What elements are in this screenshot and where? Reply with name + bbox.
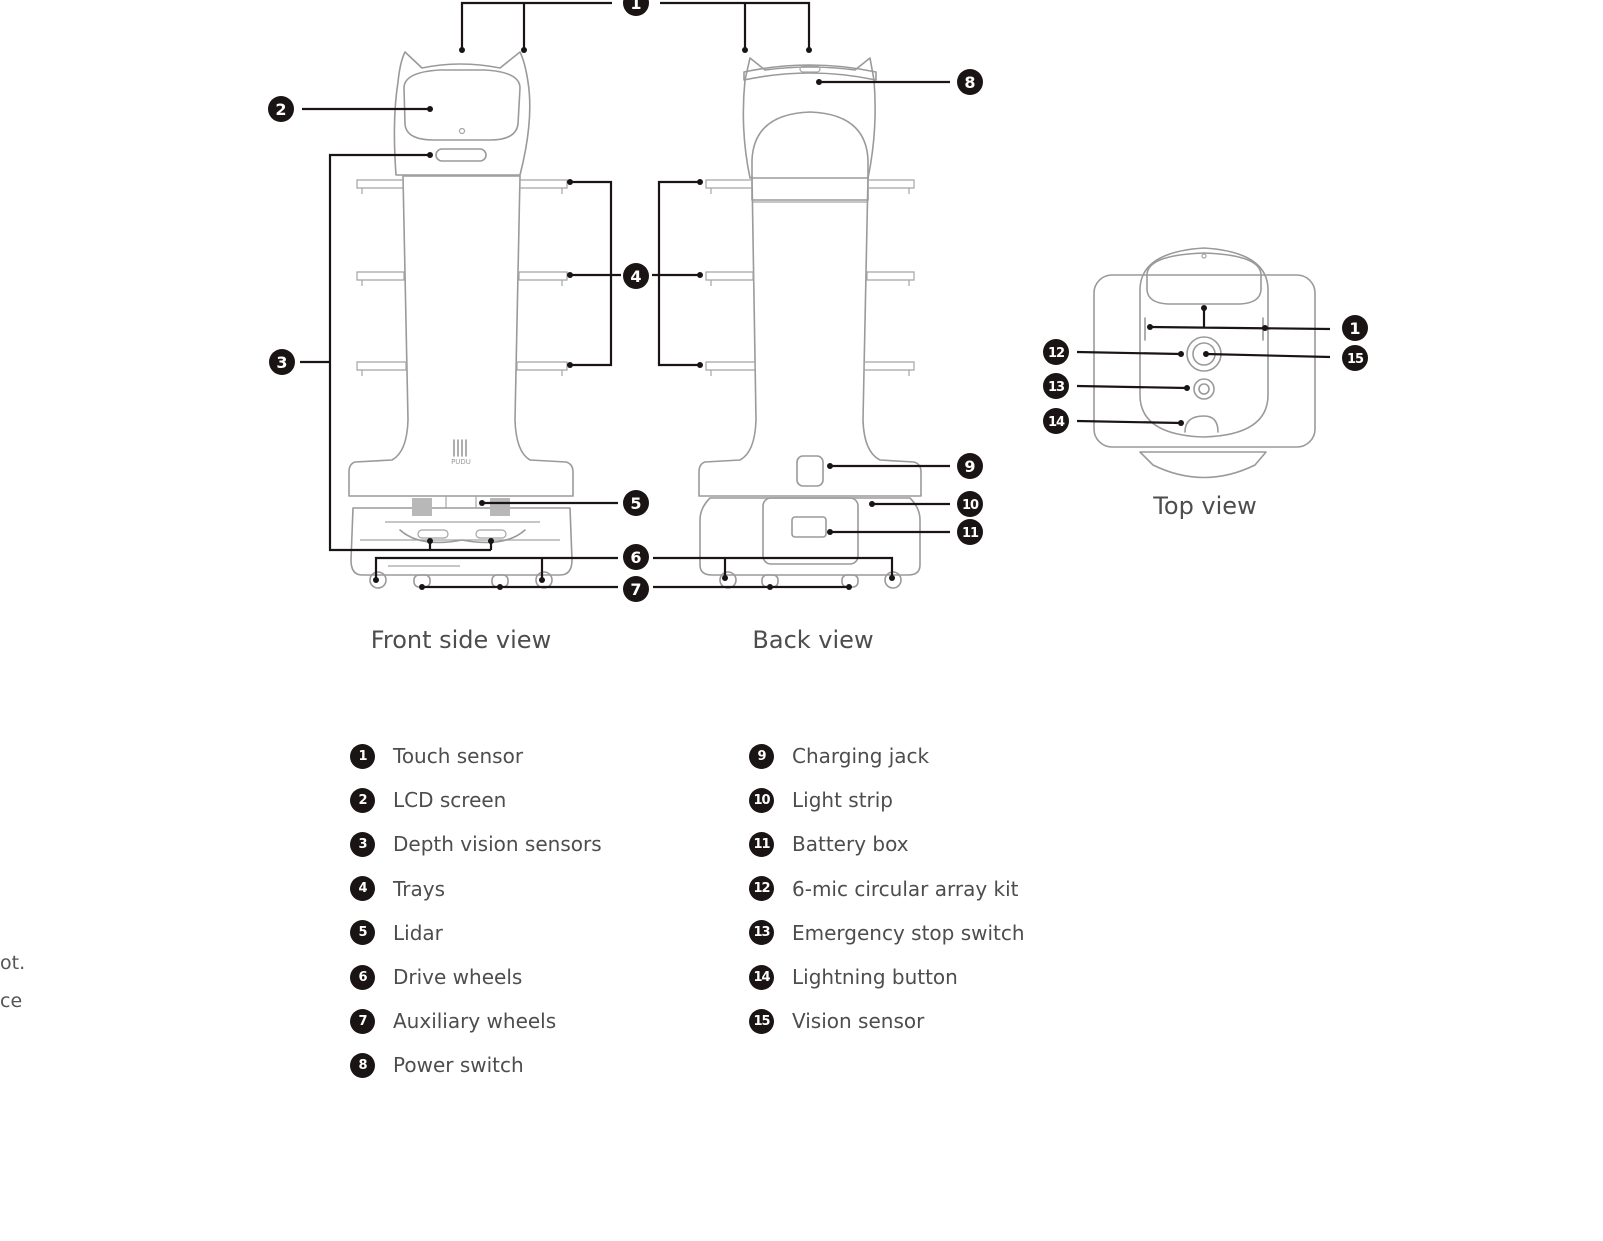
legend-item: 11 Battery box bbox=[749, 822, 1025, 866]
legend-item: 8 Power switch bbox=[350, 1043, 602, 1087]
callout-9: 9 bbox=[957, 453, 983, 479]
legend-item: 9 Charging jack bbox=[749, 734, 1025, 778]
legend-number: 15 bbox=[749, 1008, 774, 1034]
legend-label: Drive wheels bbox=[393, 965, 523, 990]
back-view-label: Back view bbox=[752, 626, 873, 654]
back-robot-drawing bbox=[698, 57, 922, 589]
legend-label: Battery box bbox=[792, 832, 909, 857]
legend-label: Emergency stop switch bbox=[792, 920, 1025, 945]
legend-item: 5 Lidar bbox=[350, 911, 602, 955]
svg-text:1: 1 bbox=[1349, 319, 1360, 338]
legend-item: 12 6-mic circular array kit bbox=[749, 867, 1025, 911]
callout-11: 11 bbox=[957, 519, 983, 545]
legend-number: 13 bbox=[749, 920, 774, 946]
callout-12: 12 bbox=[1043, 339, 1069, 365]
callout-15: 15 bbox=[1342, 345, 1368, 371]
top-view-label: Top view bbox=[1152, 492, 1256, 520]
legend-item: 14 Lightning button bbox=[749, 955, 1025, 999]
legend-number: 4 bbox=[350, 876, 375, 902]
legend-label: Light strip bbox=[792, 788, 894, 813]
legend-item: 7 Auxiliary wheels bbox=[350, 999, 602, 1043]
callout-6: 6 bbox=[623, 544, 649, 570]
svg-text:1: 1 bbox=[630, 0, 641, 13]
legend-number: 7 bbox=[350, 1008, 375, 1034]
svg-text:7: 7 bbox=[630, 580, 641, 599]
legend-number: 6 bbox=[350, 964, 375, 990]
svg-text:3: 3 bbox=[276, 353, 287, 372]
legend-item: 1 Touch sensor bbox=[350, 734, 602, 778]
leader-dots bbox=[373, 47, 1268, 590]
pudu-logo-text: PUDU bbox=[451, 458, 471, 466]
legend-item: 2 LCD screen bbox=[350, 778, 602, 822]
left-edge-text-fragment: ot. bbox=[0, 952, 26, 974]
svg-text:8: 8 bbox=[964, 73, 975, 92]
front-view-label: Front side view bbox=[371, 626, 551, 654]
svg-text:14: 14 bbox=[1048, 415, 1065, 430]
callout-7: 7 bbox=[623, 576, 649, 602]
legend-label: 6-mic circular array kit bbox=[792, 876, 1019, 901]
legend-label: Lightning button bbox=[792, 965, 958, 990]
callout-8: 8 bbox=[957, 69, 983, 95]
legend-item: 15 Vision sensor bbox=[749, 999, 1025, 1043]
left-edge-text-fragment: ce bbox=[0, 990, 23, 1012]
svg-text:5: 5 bbox=[630, 494, 641, 513]
callout-2: 2 bbox=[268, 96, 294, 122]
svg-text:4: 4 bbox=[630, 267, 641, 286]
legend-label: LCD screen bbox=[393, 788, 507, 813]
legend-number: 10 bbox=[749, 787, 774, 813]
legend-number: 8 bbox=[350, 1052, 375, 1078]
callout-3: 3 bbox=[269, 349, 295, 375]
leader-lines bbox=[300, 1, 1331, 589]
callout-5: 5 bbox=[623, 490, 649, 516]
legend-number: 1 bbox=[350, 743, 375, 769]
legend-label: Vision sensor bbox=[792, 1009, 925, 1034]
legend-number: 3 bbox=[350, 831, 375, 857]
callout-1-top: 1 bbox=[623, 0, 649, 16]
legend-label: Lidar bbox=[393, 920, 443, 945]
legend-number: 11 bbox=[749, 831, 774, 857]
callout-14: 14 bbox=[1043, 408, 1069, 434]
front-robot-drawing: PUDU bbox=[348, 51, 574, 589]
legend-item: 6 Drive wheels bbox=[350, 955, 602, 999]
legend-number: 5 bbox=[350, 920, 375, 946]
legend-label: Power switch bbox=[393, 1053, 524, 1078]
svg-text:9: 9 bbox=[964, 457, 975, 476]
svg-text:10: 10 bbox=[962, 498, 979, 513]
callout-1-top-view: 1 bbox=[1342, 315, 1368, 341]
svg-text:15: 15 bbox=[1347, 352, 1364, 367]
legend-right-column: 9 Charging jack 10 Light strip 11 Battery b… bbox=[749, 734, 1025, 1043]
legend-label: Touch sensor bbox=[393, 744, 524, 769]
svg-text:13: 13 bbox=[1048, 380, 1065, 395]
svg-text:6: 6 bbox=[630, 548, 641, 567]
callout-10: 10 bbox=[957, 491, 983, 517]
legend-label: Trays bbox=[393, 876, 446, 901]
legend-number: 12 bbox=[749, 876, 774, 902]
legend-label: Depth vision sensors bbox=[393, 832, 602, 857]
legend-number: 2 bbox=[350, 787, 375, 813]
legend-left-column: 1 Touch sensor 2 LCD screen 3 Depth vision … bbox=[350, 734, 602, 1088]
callout-4: 4 bbox=[623, 263, 649, 289]
legend-item: 3 Depth vision sensors bbox=[350, 822, 602, 866]
legend-label: Charging jack bbox=[792, 744, 930, 769]
callout-13: 13 bbox=[1043, 373, 1069, 399]
top-view-drawing bbox=[1093, 247, 1316, 479]
legend-item: 13 Emergency stop switch bbox=[749, 911, 1025, 955]
legend-label: Auxiliary wheels bbox=[393, 1009, 557, 1034]
svg-text:11: 11 bbox=[962, 526, 979, 541]
svg-text:12: 12 bbox=[1048, 346, 1064, 361]
svg-text:2: 2 bbox=[275, 100, 286, 119]
legend-item: 4 Trays bbox=[350, 867, 602, 911]
legend-number: 14 bbox=[749, 964, 774, 990]
legend-number: 9 bbox=[749, 743, 774, 769]
legend-item: 10 Light strip bbox=[749, 778, 1025, 822]
